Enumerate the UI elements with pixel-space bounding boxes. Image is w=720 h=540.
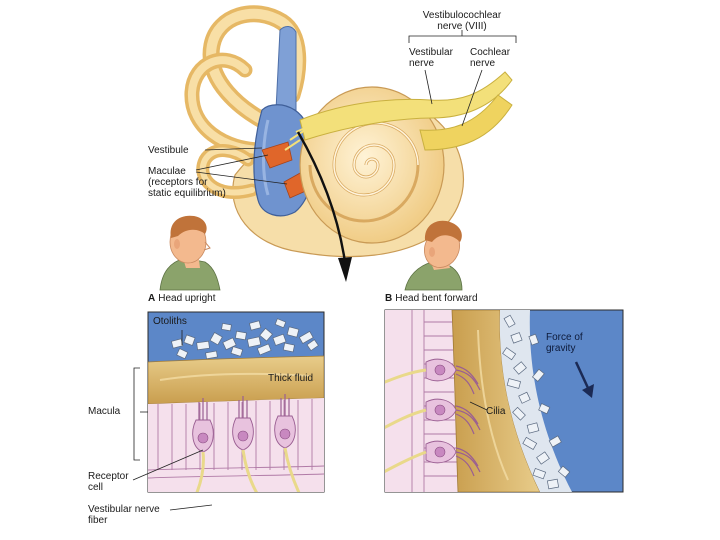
panel-a-letter: A	[148, 293, 156, 304]
force-of-gravity-line-1: Force of	[546, 332, 583, 343]
vestibulocochlear-line-1: Vestibulocochlear	[422, 10, 502, 21]
receptor-cell-leader	[132, 449, 204, 481]
nerve-fiber-leader	[169, 504, 213, 511]
maculae-line-3: static equilibrium)	[148, 188, 226, 199]
macula-utricle	[261, 141, 293, 169]
vestibular-nerve-fiber-line-1: Vestibular nerve	[88, 504, 160, 515]
otolithic-membrane-a	[148, 355, 324, 405]
zoom-arrow	[296, 131, 347, 263]
maculae-leader-2	[195, 171, 288, 185]
head-upright-figure	[159, 215, 221, 291]
macula-bracket	[133, 367, 140, 461]
nerve-fibers-a	[195, 447, 301, 492]
cochlear-nerve-line-2: nerve	[470, 58, 496, 69]
receptor-cell-label: Receptor cell	[88, 471, 129, 493]
receptor-hair-cells-b	[425, 358, 457, 464]
receptor-cell-line-2: cell	[88, 482, 104, 493]
nerve-fibers-b	[385, 368, 427, 474]
vestibulocochlear-nerve-label: Vestibulocochlear nerve (VIII)	[406, 10, 518, 32]
otolith-crystals-a	[170, 318, 319, 360]
gravity-arrow	[574, 361, 590, 389]
cilia-b	[455, 365, 481, 477]
maculae-line-2: (receptors for	[148, 177, 208, 188]
cilia-a	[198, 394, 290, 420]
panel-a-macula-upright	[132, 311, 325, 511]
force-of-gravity-line-2: gravity	[546, 343, 576, 354]
maculae-line-1: Maculae	[148, 166, 186, 177]
maculae-label: Maculae (receptors for static equilibriu…	[148, 166, 226, 199]
membranous-canal	[275, 26, 297, 111]
nerve-bracket	[408, 35, 517, 43]
head-bent-forward-figure	[404, 220, 463, 291]
vestibular-nerve-label: Vestibular nerve	[409, 47, 453, 69]
vestibular-nerve-line-2: nerve	[409, 58, 435, 69]
vestibulocochlear-line-2: nerve (VIII)	[437, 21, 487, 32]
receptor-cell-line-1: Receptor	[88, 471, 129, 482]
cochlear-nerve-label: Cochlear nerve	[470, 47, 510, 69]
vestibular-nerve-line-1: Vestibular	[409, 47, 453, 58]
panel-b-macula-bent	[384, 309, 624, 493]
macula-label: Macula	[88, 406, 121, 417]
vestibule-label: Vestibule	[148, 145, 189, 156]
receptor-hair-cells-a	[192, 415, 296, 453]
otolith-crystals-b	[502, 314, 571, 490]
otolith-layer-b	[499, 310, 572, 492]
panel-b-letter: B	[385, 293, 393, 304]
cochlear-nerve-leader	[461, 69, 483, 127]
vestibular-nerve-fiber-label: Vestibular nerve fiber	[88, 504, 160, 526]
cochlear-nerve-line-1: Cochlear	[470, 47, 511, 58]
cilia-label: Cilia	[486, 406, 506, 417]
maculae-leader-1	[195, 154, 269, 171]
panel-a-caption: Head upright	[158, 293, 216, 304]
thick-fluid-label: Thick fluid	[268, 373, 314, 384]
inner-ear-illustration	[184, 5, 517, 282]
cilia-leader	[469, 401, 488, 411]
vestibular-nerve-fiber-line-2: fiber	[88, 515, 108, 526]
otoliths-label: Otoliths	[153, 316, 187, 327]
panel-b-caption: Head bent forward	[395, 293, 478, 304]
vestibulocochlear-nerve-bundle	[284, 71, 513, 151]
force-of-gravity-label: Force of gravity	[546, 332, 583, 354]
vestibular-nerve-leader	[424, 69, 433, 105]
vestibule-leader	[204, 147, 263, 151]
